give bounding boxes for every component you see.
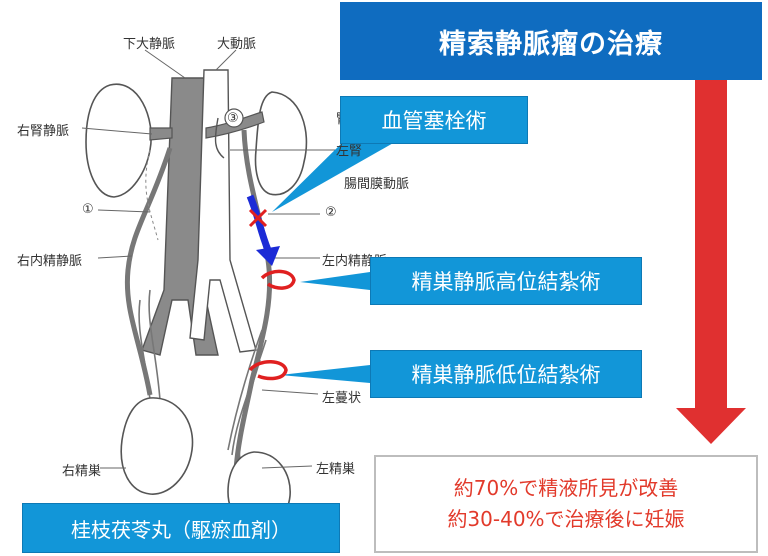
label-left-renal-vein: 左腎 (336, 144, 363, 159)
label-right-renal-vein: 右腎静脈 (17, 124, 70, 139)
label-num-1: ① (82, 202, 94, 217)
right-testis (120, 397, 194, 495)
label-right-internal-spermatic-vein: 右内精静脈 (17, 254, 83, 269)
page-title: 精索静脈瘤の治療 (340, 2, 762, 80)
leader-lines (81, 49, 336, 469)
label-right-testis: 右精巣 (62, 464, 102, 479)
label-left-pampiniform: 左蔓状 (322, 391, 362, 406)
callout-kampo: 桂枝茯苓丸（駆瘀血剤） (22, 503, 340, 553)
left-kidney (254, 91, 308, 196)
low-ligation-marker (248, 360, 288, 381)
flow-arrow-shaft (695, 80, 727, 410)
aorta (189, 69, 257, 353)
callout-high-ligation: 精巣静脈高位結紮術 (370, 257, 642, 305)
high-ligation-marker (260, 269, 296, 290)
embolization-cross-icon (248, 208, 268, 228)
callout-low-ligation: 精巣静脈低位結紮術 (370, 350, 642, 398)
result-line-1: 約70%で精液所見が改善 (453, 476, 679, 500)
callout-embolization: 血管塞栓術 (340, 96, 528, 144)
label-left-testis: 左精巣 (316, 462, 356, 477)
left-spermatic-vein (233, 129, 273, 471)
flow-arrow-head (676, 408, 746, 444)
label-aorta: 大動脈 (217, 37, 257, 52)
label-ivc: 下大静脈 (123, 37, 176, 52)
label-inferior-mesenteric: 腸間膜動脈 (344, 177, 410, 192)
right-spermatic-vein (124, 147, 173, 396)
result-line-2: 約30-40%で治療後に妊娠 (447, 507, 685, 531)
right-kidney (85, 83, 152, 198)
high-ligation-callout-tail (300, 272, 370, 290)
result-box: 約70%で精液所見が改善 約30-40%で治療後に妊娠 (374, 455, 758, 553)
embolization-arrow (246, 194, 272, 252)
low-ligation-callout-tail (280, 365, 370, 383)
right-renal-vein (149, 127, 173, 141)
label-num-3: ③ (227, 111, 239, 126)
label-num-2: ② (325, 205, 337, 220)
embolization-callout-tail (272, 140, 395, 212)
